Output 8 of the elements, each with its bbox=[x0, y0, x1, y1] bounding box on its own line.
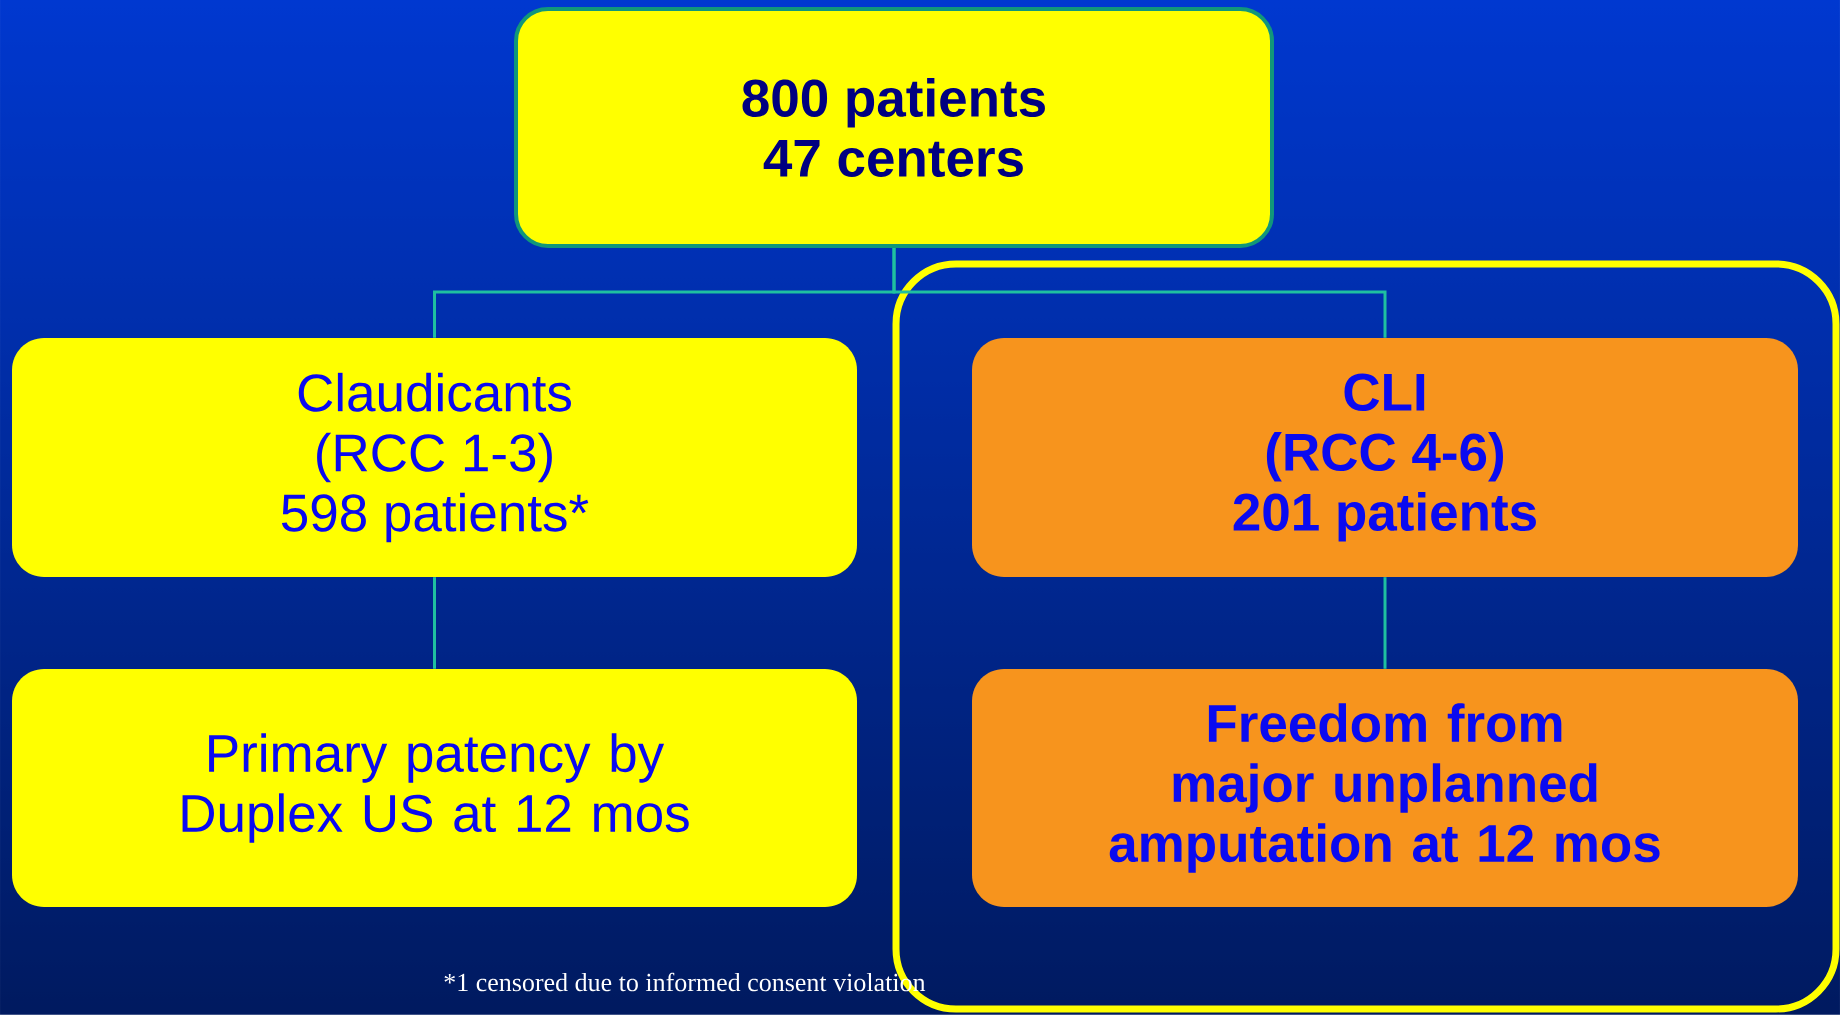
connector-line bbox=[433, 577, 436, 669]
outcome-box: Primary patency by Duplex US at 12 mos bbox=[12, 669, 857, 907]
group-box: Claudicants (RCC 1-3) 598 patients* bbox=[12, 338, 857, 577]
connector-line bbox=[892, 248, 1387, 338]
header-box: 800 patients 47 centers bbox=[514, 7, 1274, 248]
outcome-box: Freedom from major unplanned amputation at 12 mos bbox=[972, 669, 1798, 907]
connector-line bbox=[1383, 577, 1387, 669]
group-box: CLI (RCC 4-6) 201 patients bbox=[972, 338, 1798, 577]
